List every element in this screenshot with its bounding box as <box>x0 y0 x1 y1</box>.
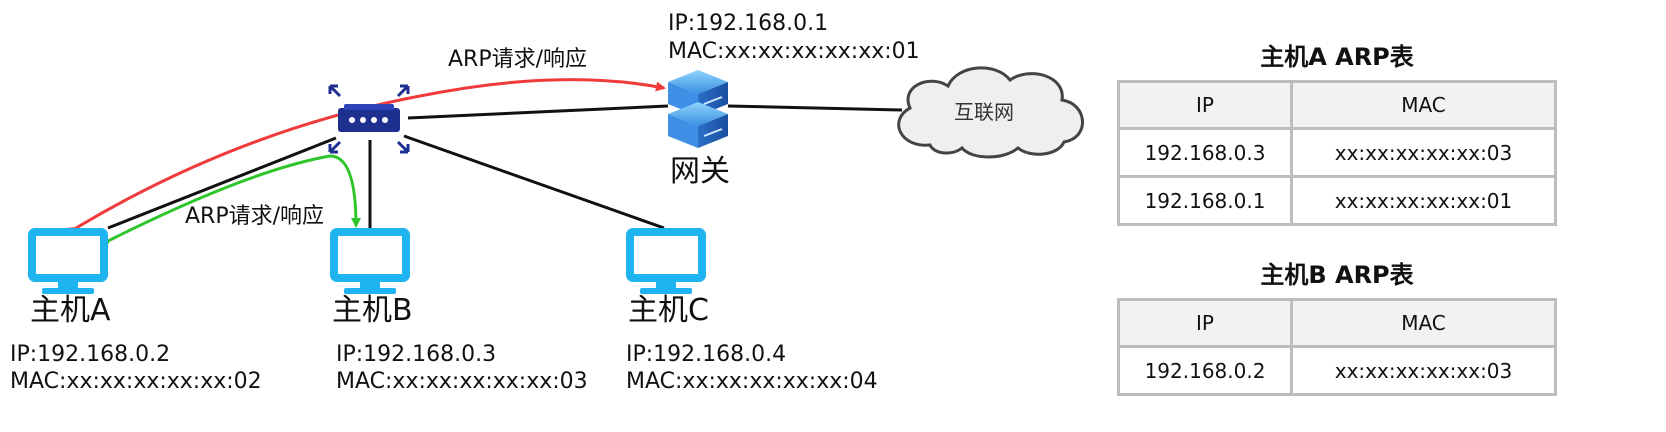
host-a-arp-table-block: 主机A ARP表 IP MAC 192.168.0.3 xx:xx:xx:xx:… <box>1117 40 1557 226</box>
arp-arrow-a-to-gateway <box>66 78 666 237</box>
host-c-ip: IP:192.168.0.4 <box>626 342 786 367</box>
table-cell-ip: 192.168.0.2 <box>1117 345 1293 396</box>
column-header-mac: MAC <box>1290 298 1557 348</box>
host-a-label: 主机A <box>30 293 111 328</box>
arp-arrow-a-to-b <box>100 154 361 249</box>
host-a: 主机A IP:192.168.0.2 MAC:xx:xx:xx:xx:xx:02 <box>10 228 262 394</box>
host-a-mac: MAC:xx:xx:xx:xx:xx:02 <box>10 369 262 394</box>
table-row: 192.168.0.1 xx:xx:xx:xx:xx:01 <box>1117 175 1557 226</box>
column-header-ip: IP <box>1117 298 1293 348</box>
host-c-label: 主机C <box>628 293 709 328</box>
cloud-label: 互联网 <box>954 100 1014 124</box>
host-c: 主机C IP:192.168.0.4 MAC:xx:xx:xx:xx:xx:04 <box>626 228 878 394</box>
arp-label-a-to-b: ARP请求/响应 <box>185 204 324 229</box>
column-header-mac: MAC <box>1290 80 1557 130</box>
monitor-icon <box>626 228 706 294</box>
server-stack-icon <box>668 70 728 148</box>
gateway-label: 网关 <box>670 154 730 189</box>
host-c-mac: MAC:xx:xx:xx:xx:xx:04 <box>626 369 878 394</box>
host-b-mac: MAC:xx:xx:xx:xx:xx:03 <box>336 369 588 394</box>
column-header-ip: IP <box>1117 80 1293 130</box>
host-b-label: 主机B <box>332 293 413 328</box>
link-switch-gateway <box>407 104 669 120</box>
gateway-ip: IP:192.168.0.1 <box>668 11 828 36</box>
table-cell-mac: xx:xx:xx:xx:xx:03 <box>1290 127 1557 178</box>
switch-icon <box>328 84 410 154</box>
table-cell-mac: xx:xx:xx:xx:xx:01 <box>1290 175 1557 226</box>
table-header-row: IP MAC <box>1117 298 1557 348</box>
table-cell-mac: xx:xx:xx:xx:xx:03 <box>1290 345 1557 396</box>
gateway-mac: MAC:xx:xx:xx:xx:xx:01 <box>668 39 920 64</box>
host-b: 主机B IP:192.168.0.3 MAC:xx:xx:xx:xx:xx:03 <box>330 228 588 394</box>
monitor-icon <box>330 228 410 294</box>
table-cell-ip: 192.168.0.1 <box>1117 175 1293 226</box>
host-b-ip: IP:192.168.0.3 <box>336 342 496 367</box>
host-b-arp-table-block: 主机B ARP表 IP MAC 192.168.0.2 xx:xx:xx:xx:… <box>1117 258 1557 396</box>
arp-label-a-to-gateway: ARP请求/响应 <box>448 47 587 72</box>
host-a-arp-table-title: 主机A ARP表 <box>1260 43 1414 71</box>
table-row: 192.168.0.2 xx:xx:xx:xx:xx:03 <box>1117 345 1557 396</box>
host-b-arp-table-title: 主机B ARP表 <box>1260 261 1414 289</box>
link-switch-host-c <box>403 134 665 230</box>
host-b-arp-table: IP MAC 192.168.0.2 xx:xx:xx:xx:xx:03 <box>1117 298 1557 396</box>
monitor-icon <box>28 228 108 294</box>
host-a-arp-table: IP MAC 192.168.0.3 xx:xx:xx:xx:xx:03 192… <box>1117 80 1557 226</box>
cloud-icon <box>897 66 1084 159</box>
host-a-ip: IP:192.168.0.2 <box>10 342 170 367</box>
table-row: 192.168.0.3 xx:xx:xx:xx:xx:03 <box>1117 127 1557 178</box>
table-cell-ip: 192.168.0.3 <box>1117 127 1293 178</box>
link-gateway-internet <box>727 104 903 112</box>
table-header-row: IP MAC <box>1117 80 1557 130</box>
